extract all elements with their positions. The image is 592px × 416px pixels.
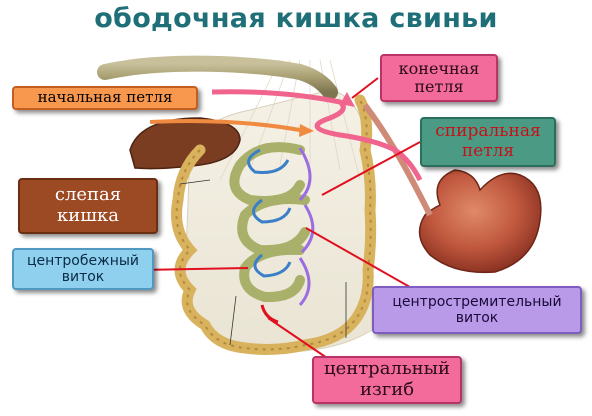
outer-coils-texture: [175, 99, 372, 351]
label-cecum-line1: слепая: [54, 184, 122, 206]
label-central-flexure-line2: изгиб: [359, 379, 415, 400]
stomach: [418, 169, 542, 274]
centripetal-arrows: [247, 148, 292, 278]
label-spiral-loop-line1: спиральная: [435, 121, 541, 142]
label-centrifugal-turn-line2: виток: [61, 269, 105, 285]
label-centripetal-turn-line1: центростремительный: [392, 293, 562, 310]
label-initial-loop: начальная петля: [12, 86, 198, 110]
leader-lines: [179, 179, 347, 346]
label-initial-loop-text: начальная петля: [37, 88, 173, 107]
label-cecum: слепая кишка: [18, 178, 158, 234]
spiral-coils: [229, 142, 310, 303]
label-spiral-loop-line2: петля: [461, 141, 515, 161]
label-terminal-loop-line1: конечная: [398, 58, 480, 78]
small-intestine: [97, 55, 338, 100]
label-centrifugal-turn: центробежный виток: [12, 248, 154, 290]
label-central-flexure-line1: центральный: [324, 358, 450, 380]
label-terminal-loop: конечная петля: [380, 54, 498, 102]
label-centripetal-turn: центростремительный виток: [372, 286, 582, 334]
central-flexure-mark: [260, 304, 279, 324]
initial-loop-arrow: [149, 119, 301, 132]
label-spiral-loop: спиральная петля: [420, 117, 556, 167]
centrifugal-arrows: [298, 147, 315, 307]
terminal-loop-arrow: [211, 89, 423, 182]
label-central-flexure: центральный изгиб: [312, 356, 462, 404]
label-centrifugal-turn-line1: центробежный: [26, 252, 140, 269]
page-title: ободочная кишка свиньи: [94, 3, 498, 34]
label-terminal-loop-line2: петля: [414, 77, 464, 96]
label-cecum-line2: кишка: [57, 205, 119, 226]
label-centripetal-turn-line2: виток: [455, 310, 499, 326]
